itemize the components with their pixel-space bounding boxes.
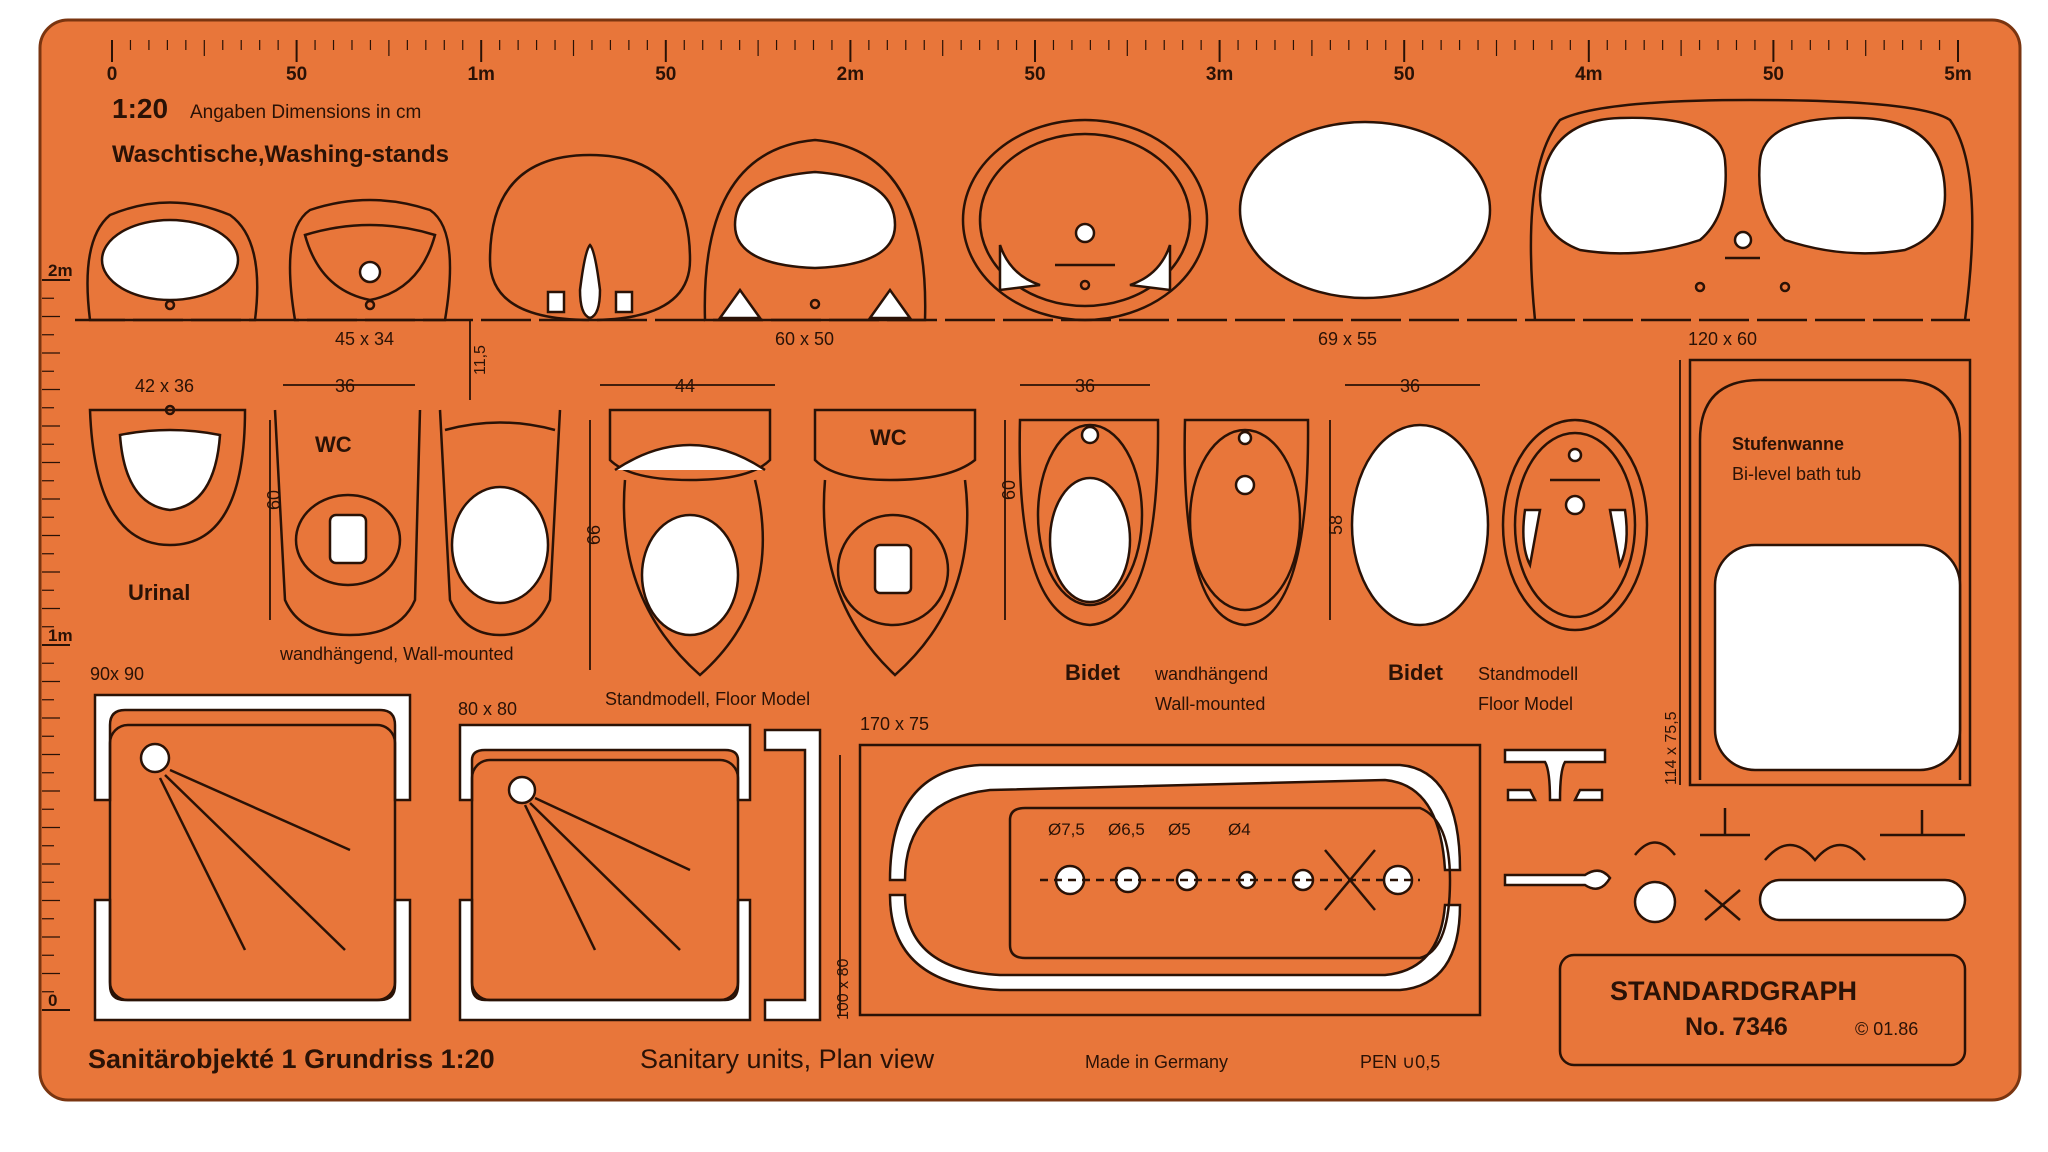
shower-tray-90 xyxy=(93,693,412,1022)
section-title-washstands: Waschtische,Washing-stands xyxy=(112,141,449,168)
shower-tray-80 xyxy=(458,723,752,1022)
wc-label-2: WC xyxy=(870,425,907,450)
bidet-wall-1 xyxy=(1018,418,1160,627)
dim-45x34: 45 x 34 xyxy=(335,329,394,349)
washstand-2 xyxy=(288,198,452,322)
ruler-label: 50 xyxy=(1763,64,1784,85)
ruler-label: 4m xyxy=(1575,64,1602,85)
bidet-wall-2 xyxy=(1183,418,1310,627)
washstand-7 xyxy=(1529,98,1974,321)
wall-mounted-label: wandhängend, Wall-mounted xyxy=(279,644,513,664)
ruler-side-label: 2m xyxy=(48,261,73,280)
dim-170x75: 170 x 75 xyxy=(860,714,929,734)
dim-100x80: 100 x 80 xyxy=(835,959,852,1020)
ruler-label: 5m xyxy=(1944,64,1971,85)
pen-size: PEN ∪0,5 xyxy=(1360,1052,1440,1072)
ruler-label: 50 xyxy=(655,64,676,85)
brand-model: No. 7346 xyxy=(1685,1013,1788,1041)
bidet-floor-2 xyxy=(1501,418,1649,632)
bidet-label-1-en: Wall-mounted xyxy=(1155,694,1265,714)
dimensions-note: Angaben Dimensions in cm xyxy=(190,102,421,123)
top-ruler: 0 50 1m 50 2m 50 3m 50 4m 50 5m xyxy=(107,40,1972,85)
bilevel-bathtub xyxy=(1688,358,1972,787)
ruler-label: 50 xyxy=(1024,64,1045,85)
urinal xyxy=(88,404,247,547)
dim-58: 58 xyxy=(1326,515,1346,535)
bidet-label-2-en: Floor Model xyxy=(1478,694,1573,714)
wc-floor-1 xyxy=(608,408,772,677)
dim-69x55: 69 x 55 xyxy=(1318,329,1377,349)
dimension-lines xyxy=(269,320,1681,1015)
wc-floor-2 xyxy=(813,408,977,677)
ruler-label: 50 xyxy=(286,64,307,85)
scale-label: 1:20 xyxy=(112,93,168,124)
washstand-1 xyxy=(86,201,259,322)
ruler-side-label: 0 xyxy=(48,991,57,1010)
hole-label-4: Ø4 xyxy=(1228,820,1251,839)
bidet-label-2: Bidet xyxy=(1388,660,1444,685)
bidet-label-1: Bidet xyxy=(1065,660,1121,685)
dim-60x50: 60 x 50 xyxy=(775,329,834,349)
small-symbols xyxy=(1503,748,1967,924)
bidet-label-1-de: wandhängend xyxy=(1154,664,1268,684)
washstand-4 xyxy=(703,138,927,322)
stencil-plate xyxy=(38,18,2022,1102)
shower-slot xyxy=(763,728,822,1022)
dim-66: 66 xyxy=(584,525,604,545)
dim-60-b: 60 xyxy=(999,480,1019,500)
brand-box xyxy=(1558,953,1967,1067)
wc-label-1: WC xyxy=(315,432,352,457)
hole-label-1: Ø7,5 xyxy=(1048,820,1085,839)
dim-36-c: 36 xyxy=(1400,376,1420,396)
floor-model-label: Standmodell, Floor Model xyxy=(605,689,810,709)
bidet-label-2-de: Standmodell xyxy=(1478,664,1578,684)
dim-60-a: 60 xyxy=(264,490,284,510)
wc-wall-mounted-1 xyxy=(273,409,422,637)
wc-wall-mounted-2 xyxy=(438,409,562,637)
footer-title: Sanitärobjekté 1 Grundriss 1:20 xyxy=(88,1044,495,1074)
brand-name: STANDARDGRAPH xyxy=(1610,976,1857,1006)
left-ruler: 2m 1m 0 xyxy=(42,261,73,1011)
washstand-6 xyxy=(1238,120,1492,300)
ruler-label: 1m xyxy=(467,64,494,85)
ruler-label: 0 xyxy=(107,64,118,85)
ruler-label: 2m xyxy=(837,64,864,85)
dim-90x90: 90x 90 xyxy=(90,664,144,684)
dim-42x36: 42 x 36 xyxy=(135,376,194,396)
ruler-label: 3m xyxy=(1206,64,1233,85)
dim-44: 44 xyxy=(675,376,695,396)
ruler-label: 50 xyxy=(1394,64,1415,85)
dim-120x60: 120 x 60 xyxy=(1688,329,1757,349)
dim-114x75: 114 x 75,5 xyxy=(1663,711,1680,785)
hole-label-2: Ø6,5 xyxy=(1108,820,1145,839)
bidet-floor-1 xyxy=(1350,423,1490,627)
dim-80x80: 80 x 80 xyxy=(458,699,517,719)
tub-label-en: Bi-level bath tub xyxy=(1732,464,1861,484)
dim-11-5: 11,5 xyxy=(472,345,489,375)
text-layer: 1:20 Angaben Dimensions in cm Waschtisch… xyxy=(88,93,1918,1074)
footer-title-en: Sanitary units, Plan view xyxy=(640,1044,935,1074)
hole-label-3: Ø5 xyxy=(1168,820,1191,839)
bathtub-170 xyxy=(858,743,1482,1017)
tub-label-de: Stufenwanne xyxy=(1732,434,1844,454)
made-in-germany: Made in Germany xyxy=(1085,1052,1228,1072)
brand-copyright: © 01.86 xyxy=(1855,1019,1918,1039)
washstand-3 xyxy=(488,153,692,322)
ruler-side-label: 1m xyxy=(48,626,73,645)
dim-36-b: 36 xyxy=(1075,376,1095,396)
urinal-label: Urinal xyxy=(128,580,190,605)
dim-36-a: 36 xyxy=(335,376,355,396)
